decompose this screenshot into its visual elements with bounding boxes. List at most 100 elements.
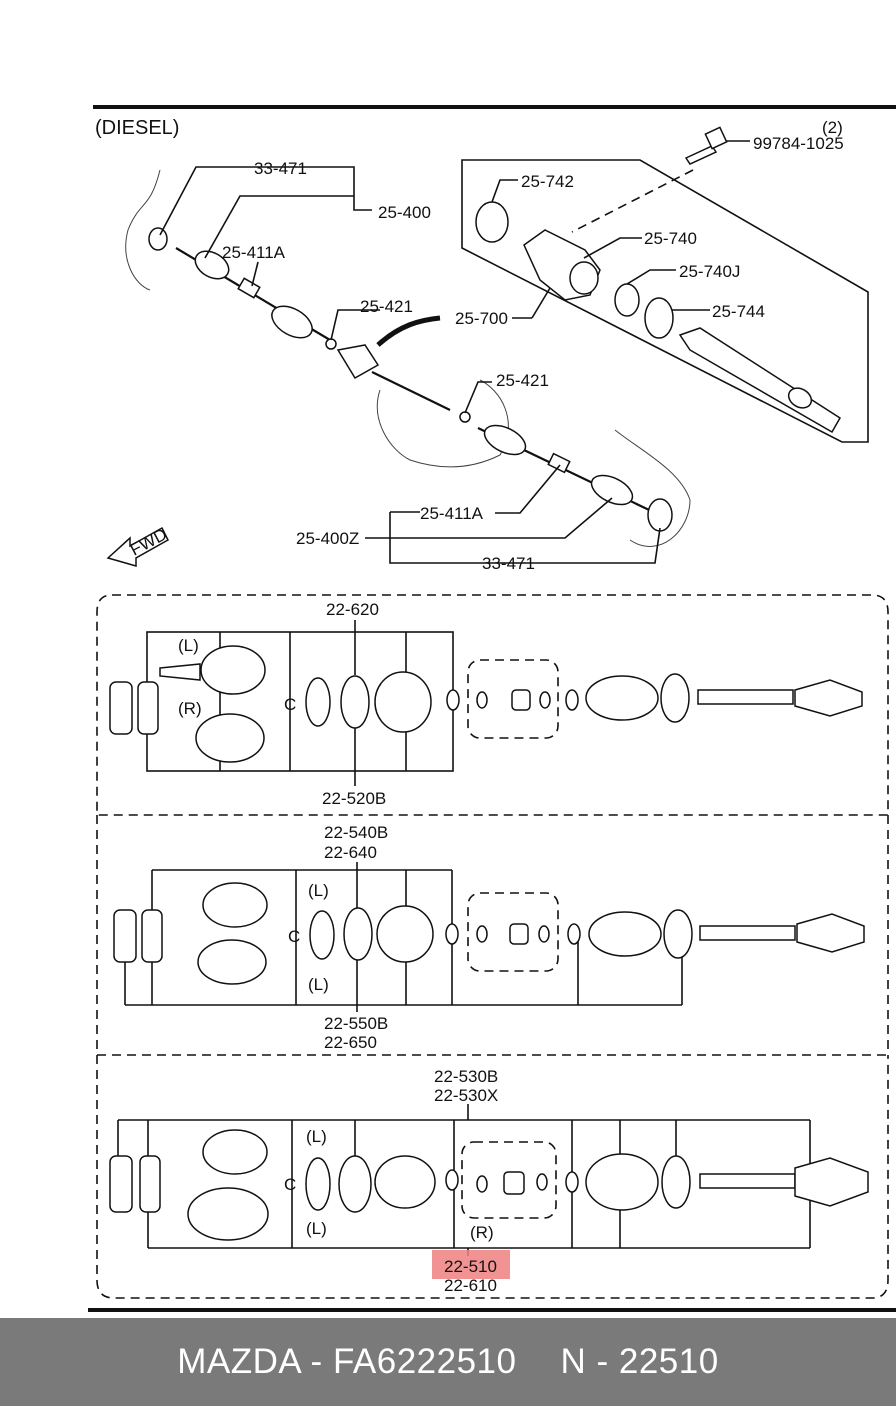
p3-kit-damper (503, 1171, 525, 1195)
panel-1-border (96, 594, 889, 816)
label-33471-bot: 33-471 (482, 554, 535, 573)
leader-25740J (626, 269, 676, 285)
label-25740: 25-740 (644, 229, 697, 248)
leader-25400Z (365, 497, 613, 539)
leader-33471-bot (389, 512, 661, 564)
label-25700: 25-700 (455, 309, 508, 328)
bearing-kit-box (461, 159, 869, 443)
footer-bar: MAZDA - FA6222510 N - 22510 (0, 1318, 896, 1406)
leader-25421-a (330, 309, 380, 341)
p3-joint-lower (187, 1187, 269, 1241)
p3-clamp-outer (661, 1155, 691, 1209)
p3-boot (374, 1155, 436, 1209)
pointer-wedge (376, 315, 441, 347)
parts-diagram: (DIESEL) 33-471 25-40 (88, 105, 896, 1312)
right-knuckle-outline (614, 429, 691, 547)
footer-brand-part: MAZDA - FA6222510 (177, 1342, 517, 1381)
panel-3-tag-r: (R) (470, 1223, 494, 1242)
panel-2-top-b: 22-640 (324, 843, 377, 862)
right-clip-ring (459, 411, 471, 423)
p3-band-b (565, 1171, 579, 1193)
p3-band-a (445, 1169, 459, 1191)
p2-band-a (445, 923, 459, 945)
p3-grease-tube-2 (139, 1155, 161, 1213)
p1-joint-r (195, 713, 265, 763)
grease-tube-2 (137, 681, 159, 735)
panel-2-bottom-b: 22-650 (324, 1033, 377, 1052)
p1-kit-damper (511, 689, 531, 711)
panel-2: 22-540B 22-640 22-550B 22-650 (L) (L) C (96, 815, 889, 1056)
p2-joint-upper (202, 882, 268, 928)
part-25740-bore (569, 261, 599, 295)
right-inner-joint (483, 424, 527, 456)
p1-band-b (565, 689, 579, 711)
leader-25742 (491, 179, 518, 203)
p3-kit-ring-b (536, 1173, 548, 1191)
p3-shaft (699, 1173, 796, 1189)
p2-clamp (343, 907, 373, 961)
footer-number: N - 22510 (560, 1342, 719, 1381)
label-25421-a: 25-421 (360, 297, 413, 316)
p1-snap-ring: C (284, 695, 296, 714)
bolt-dashed-path (571, 169, 694, 233)
panel-1-top-label: 22-620 (326, 600, 379, 619)
label-25421-b: 25-421 (496, 371, 549, 390)
p2-boot-outer (588, 911, 662, 957)
leader-25421-b (464, 381, 492, 414)
p1-band-a (446, 689, 460, 711)
panel-2-bottom-a: 22-550B (324, 1014, 388, 1033)
bolt-head (704, 126, 728, 150)
part-25740J-ring (614, 283, 640, 317)
label-qty: (2) (822, 118, 843, 137)
panel-1: 22-620 22-520B (L) (R) C (96, 594, 889, 816)
panel-3: 22-530B 22-530X (L) (L) (R) 22-510 22-61… (96, 1055, 889, 1299)
panel-3-top-a: 22-530B (434, 1067, 498, 1086)
p1-shaft-stub (159, 663, 201, 681)
p1-kit-ring-a (476, 691, 488, 709)
p1-boot (374, 671, 432, 733)
part-shaft-flange (787, 387, 813, 409)
left-shaft-band (237, 277, 261, 299)
fwd-label: FWD (127, 525, 170, 560)
part-number-highlight (432, 1250, 510, 1279)
p2-outer-joint (796, 913, 865, 953)
p1-clip-a (305, 677, 331, 727)
p1-clamp (340, 675, 370, 729)
p2-kit-box (467, 892, 559, 972)
panel-3-border (96, 1055, 889, 1299)
center-shaft-line (371, 371, 451, 411)
engine-outline (376, 379, 509, 468)
p1-kit-ring-b (539, 691, 551, 709)
grease-tube-1 (109, 681, 133, 735)
left-clip-ring (325, 338, 337, 350)
panel-3-tag-l-top: (L) (306, 1127, 327, 1146)
label-25742: 25-742 (521, 172, 574, 191)
p1-outer-joint (794, 679, 863, 717)
label-25740J: 25-740J (679, 262, 740, 281)
label-25400Z: 25-400Z (296, 529, 359, 548)
p1-shaft (697, 689, 794, 705)
left-outer-joint (194, 250, 230, 280)
leader-25400-sub (204, 195, 354, 259)
p2-band-b (567, 923, 581, 945)
label-25411A-bot: 25-411A (420, 504, 484, 523)
p2-kit-ring-a (476, 925, 488, 943)
part-25744-bearing (644, 297, 674, 339)
leader-33471-top (159, 166, 372, 236)
right-hub-nut (647, 498, 673, 532)
panel-3-bottom-a: 22-510 (444, 1257, 497, 1276)
p2-grease-tube-2 (141, 909, 163, 963)
bolt-shank (684, 145, 718, 165)
p2-shaft (699, 925, 796, 941)
p2-grease-tube-1 (113, 909, 137, 963)
panel-2-tag-l-bot: (L) (308, 975, 329, 994)
p2-snap-ring: C (288, 927, 300, 946)
part-intermediate-shaft (678, 327, 842, 434)
p3-snap-ring: C (284, 1175, 296, 1194)
fwd-arrow-icon: FWD (106, 525, 170, 567)
p2-clip (309, 910, 335, 960)
label-25411A-top: 25-411A (222, 243, 286, 262)
right-outer-boot (590, 474, 634, 506)
panel-3-bottom-b: 22-610 (444, 1276, 497, 1295)
p3-clamp (338, 1155, 372, 1213)
